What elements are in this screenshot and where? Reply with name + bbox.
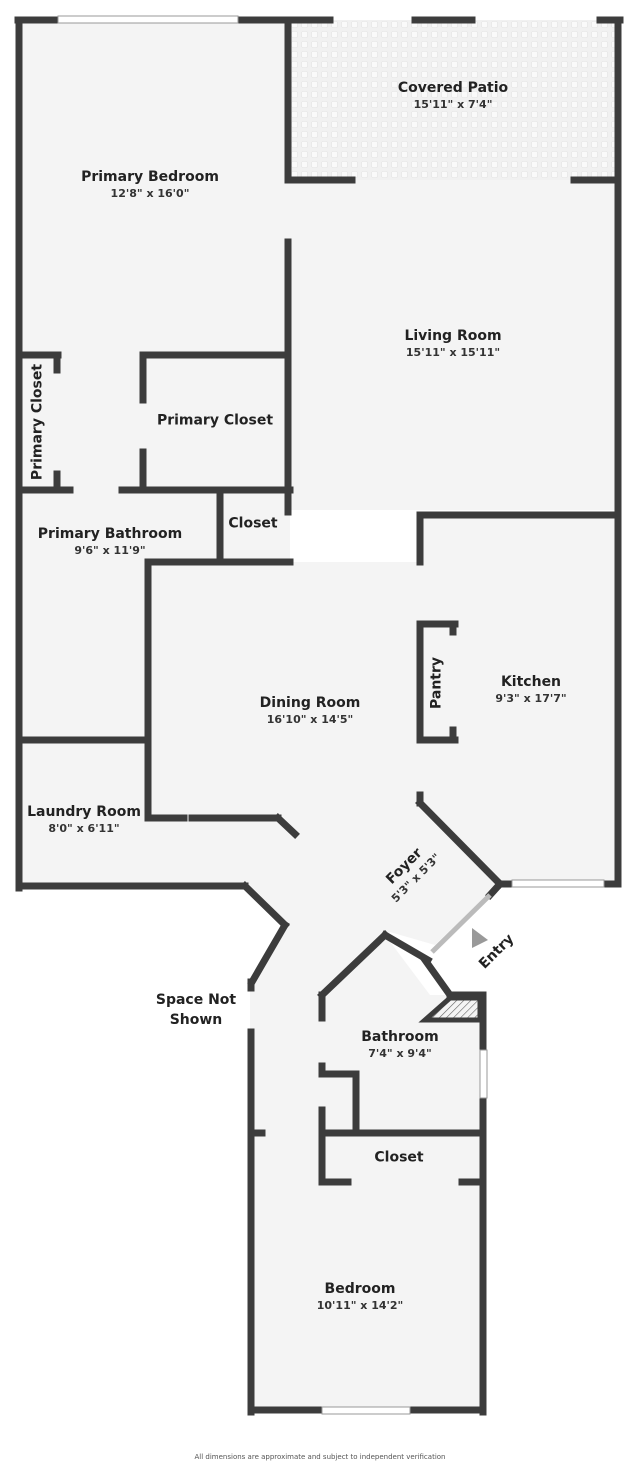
- room-primary-closet-left: Primary Closet: [30, 364, 47, 480]
- room-dimensions: 9'6" x 11'9": [74, 544, 146, 557]
- room-name: Primary Closet: [29, 363, 46, 481]
- room-name: Kitchen: [500, 674, 562, 690]
- room-dimensions: 9'3" x 17'7": [495, 692, 567, 705]
- room-bedroom: Bedroom 10'11" x 14'2": [317, 1281, 404, 1313]
- room-dimensions: 15'11" x 7'4": [413, 98, 493, 111]
- floors: [20, 20, 618, 1410]
- room-dimensions: 12'8" x 16'0": [110, 187, 190, 200]
- room-living-room: Living Room 15'11" x 15'11": [404, 328, 501, 360]
- room-name: Primary Bedroom: [81, 169, 219, 185]
- room-bathroom: Bathroom 7'4" x 9'4": [361, 1029, 439, 1061]
- room-name: Primary Closet: [156, 412, 274, 429]
- room-primary-bathroom: Primary Bathroom 9'6" x 11'9": [38, 526, 182, 558]
- room-laundry-room: Laundry Room 8'0" x 6'11": [27, 804, 141, 836]
- room-kitchen: Kitchen 9'3" x 17'7": [495, 674, 566, 706]
- walls: [14, 16, 624, 1416]
- room-name: Bedroom: [324, 1281, 396, 1297]
- windows: [57, 15, 605, 1415]
- room-name: Closet: [228, 515, 278, 532]
- room-name: Dining Room: [259, 695, 361, 711]
- disclaimer-text: All dimensions are approximate and subje…: [194, 1453, 446, 1461]
- room-name: Living Room: [404, 328, 502, 344]
- room-primary-bedroom: Primary Bedroom 12'8" x 16'0": [81, 169, 219, 201]
- room-dimensions: 7'4" x 9'4": [368, 1047, 432, 1060]
- room-name: Covered Patio: [397, 80, 509, 96]
- room-closet-upper: Closet: [228, 516, 277, 533]
- room-name: Space Not Shown: [155, 992, 237, 1028]
- room-covered-patio: Covered Patio 15'11" x 7'4": [398, 80, 508, 112]
- room-pantry: Pantry: [429, 657, 446, 709]
- room-name: Primary Bathroom: [37, 526, 183, 542]
- room-dimensions: 8'0" x 6'11": [48, 822, 120, 835]
- room-primary-closet-right: Primary Closet: [157, 413, 273, 430]
- room-dining-room: Dining Room 16'10" x 14'5": [260, 695, 361, 727]
- space-not-shown-label: Space Not Shown: [151, 990, 241, 1030]
- room-name: Pantry: [428, 656, 445, 710]
- room-closet-lower: Closet: [374, 1150, 423, 1167]
- room-dimensions: 10'11" x 14'2": [316, 1299, 404, 1312]
- room-dimensions: 16'10" x 14'5": [266, 713, 354, 726]
- room-name: Bathroom: [361, 1029, 439, 1045]
- entry-arrow-icon: [472, 928, 488, 948]
- covered-patio-floor: [290, 20, 618, 180]
- room-dimensions: 15'11" x 15'11": [405, 346, 501, 359]
- room-name: Laundry Room: [27, 804, 141, 820]
- shaft-hatch: [418, 995, 483, 1023]
- entry-door: [430, 893, 492, 954]
- room-name: Closet: [374, 1149, 424, 1166]
